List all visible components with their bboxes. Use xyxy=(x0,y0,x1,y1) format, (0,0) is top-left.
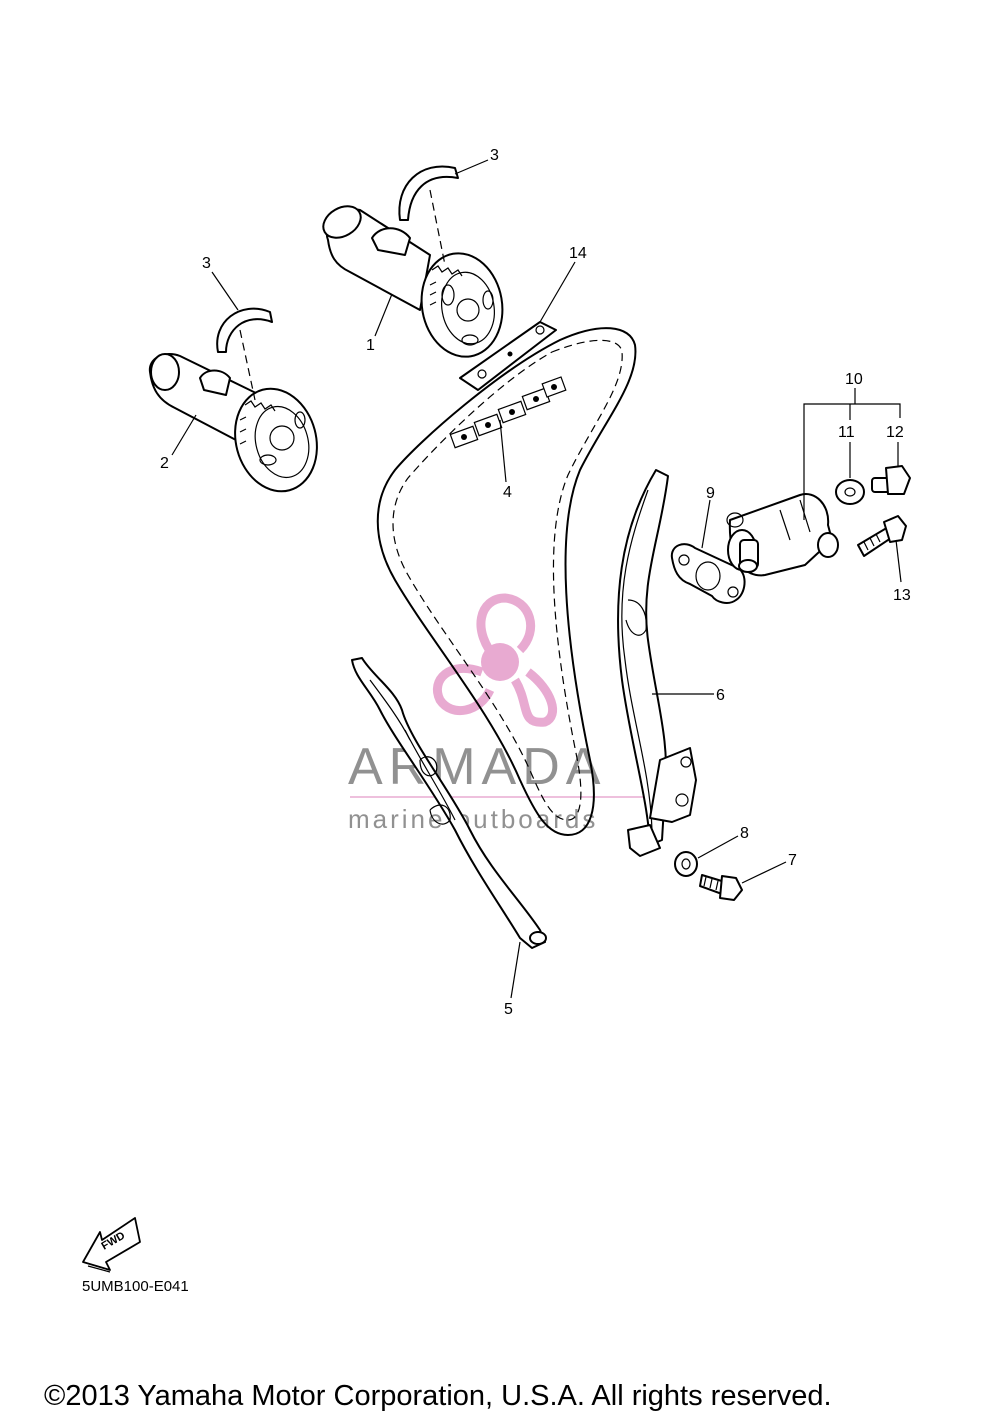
forward-arrow-icon: FWD xyxy=(82,1217,141,1273)
callout-11: 11 xyxy=(838,424,855,441)
callout-1: 1 xyxy=(366,337,375,354)
bolt-7 xyxy=(699,874,743,901)
callout-9: 9 xyxy=(706,485,715,502)
camshaft-intake xyxy=(148,353,318,493)
tensioner-assembly xyxy=(726,493,839,577)
leader-lines xyxy=(171,159,902,999)
callout-5: 5 xyxy=(504,1001,513,1018)
copyright-notice: ©2013 Yamaha Motor Corporation, U.S.A. A… xyxy=(44,1380,832,1412)
watermark-logo: ARMADA marine outboards xyxy=(348,593,650,834)
callout-14: 14 xyxy=(569,245,587,262)
propeller-icon xyxy=(432,593,558,727)
callout-10: 10 xyxy=(845,371,863,388)
chain-guide xyxy=(351,657,547,949)
tensioner-guide xyxy=(617,469,697,857)
chain-links xyxy=(449,376,567,449)
camshaft-exhaust xyxy=(322,205,504,358)
washer-8 xyxy=(674,851,698,877)
chain-guide-plate xyxy=(459,321,557,391)
cap-bolt-12 xyxy=(871,465,911,495)
bolt-13 xyxy=(857,515,907,557)
callout-8: 8 xyxy=(740,825,749,842)
cam-chain xyxy=(376,327,637,836)
washer-11 xyxy=(835,479,865,505)
callout-13: 13 xyxy=(893,587,911,604)
clip-lower xyxy=(216,307,273,401)
callout-2: 2 xyxy=(160,455,169,472)
tensioner-gasket xyxy=(670,543,746,604)
watermark-brand: ARMADA xyxy=(348,738,606,796)
callout-6: 6 xyxy=(716,687,725,704)
diagram-code: 5UMB100-E041 xyxy=(82,1278,189,1295)
callout-12: 12 xyxy=(886,424,904,441)
watermark-tagline: marine outboards xyxy=(348,804,598,834)
callout-3-upper: 3 xyxy=(490,147,499,164)
callout-3-lower: 3 xyxy=(202,255,211,272)
callout-4: 4 xyxy=(503,484,512,501)
callout-7: 7 xyxy=(788,852,797,869)
